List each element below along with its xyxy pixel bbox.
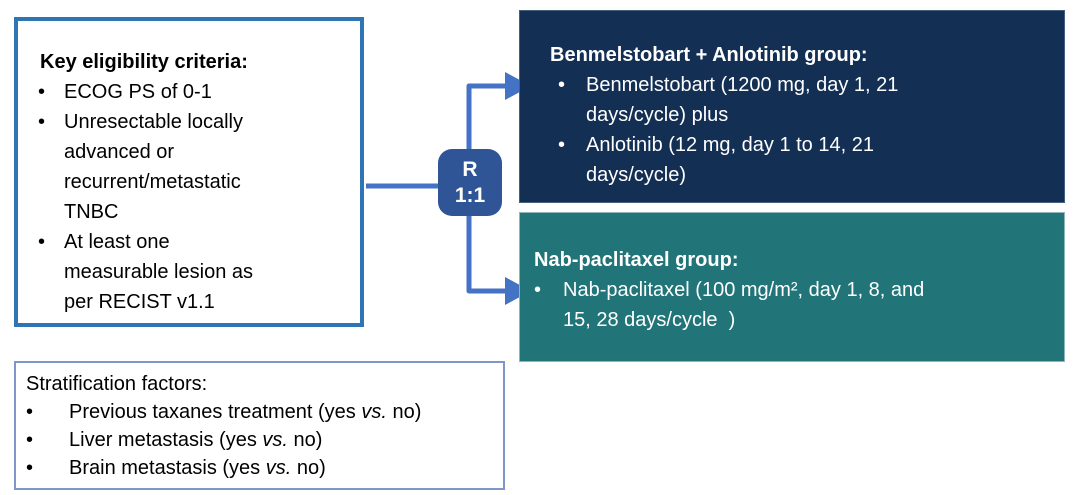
eligibility-bullet-text: Unresectable locally advanced or recurre… xyxy=(64,111,243,223)
arm1-bullet-text: Anlotinib (12 mg, day 1 to 14, 21 days/c… xyxy=(586,134,874,186)
arm2-bullet: • Nab-paclitaxel (100 mg/m², day 1, 8, a… xyxy=(534,275,1048,335)
bullet-marker: • xyxy=(558,134,566,156)
eligibility-criteria-box: Key eligibility criteria: • ECOG PS of 0… xyxy=(14,17,364,327)
connector-randomization-to-arm2 xyxy=(466,215,507,294)
bullet-marker: • xyxy=(26,457,34,479)
eligibility-bullet-text: At least one measurable lesion as per RE… xyxy=(64,231,253,313)
arm2-title: Nab-paclitaxel group: xyxy=(534,249,739,271)
stratification-bullet-text: Liver metastasis (yes vs. no) xyxy=(69,429,323,451)
arm1-title: Benmelstobart + Anlotinib group: xyxy=(550,44,868,66)
arm1-bullet: • Anlotinib (12 mg, day 1 to 14, 21 days… xyxy=(550,130,1048,190)
bullet-marker: • xyxy=(26,429,34,451)
arm1-bullet-text: Benmelstobart (1200 mg, day 1, 21 days/c… xyxy=(586,74,899,126)
stratification-bullet-text: Previous taxanes treatment (yes vs. no) xyxy=(69,401,422,423)
bullet-marker: • xyxy=(38,231,46,253)
arm-nab-paclitaxel-box: Nab-paclitaxel group: • Nab-paclitaxel (… xyxy=(519,212,1065,362)
bullet-marker: • xyxy=(558,74,566,96)
arm1-bullet: • Benmelstobart (1200 mg, day 1, 21 days… xyxy=(550,70,1048,130)
bullet-marker: • xyxy=(534,279,542,301)
eligibility-bullet: • Unresectable locally advanced or recur… xyxy=(38,107,348,227)
eligibility-bullet: • ECOG PS of 0-1 xyxy=(38,77,348,107)
eligibility-title: Key eligibility criteria: xyxy=(40,51,248,73)
bullet-marker: • xyxy=(38,81,46,103)
randomization-node: R 1:1 xyxy=(438,149,502,216)
stratification-bullet: • Liver metastasis (yes vs. no) xyxy=(26,426,495,454)
randomization-ratio: 1:1 xyxy=(454,183,486,207)
randomization-label: R xyxy=(462,157,478,181)
connector-randomization-to-arm1 xyxy=(466,83,507,150)
stratification-bullet-text: Brain metastasis (yes vs. no) xyxy=(69,457,326,479)
eligibility-bullet-text: ECOG PS of 0-1 xyxy=(64,81,212,103)
bullet-marker: • xyxy=(26,401,34,423)
stratification-bullet: • Previous taxanes treatment (yes vs. no… xyxy=(26,398,495,426)
stratification-factors-box: Stratification factors: • Previous taxan… xyxy=(14,361,505,490)
stratification-bullet: • Brain metastasis (yes vs. no) xyxy=(26,454,495,482)
bullet-marker: • xyxy=(38,111,46,133)
stratification-title: Stratification factors: xyxy=(26,373,208,395)
arm-benmelstobart-anlotinib-box: Benmelstobart + Anlotinib group: • Benme… xyxy=(519,10,1065,203)
arm2-bullet-text: Nab-paclitaxel (100 mg/m², day 1, 8, and… xyxy=(563,279,925,331)
eligibility-bullet: • At least one measurable lesion as per … xyxy=(38,227,348,317)
